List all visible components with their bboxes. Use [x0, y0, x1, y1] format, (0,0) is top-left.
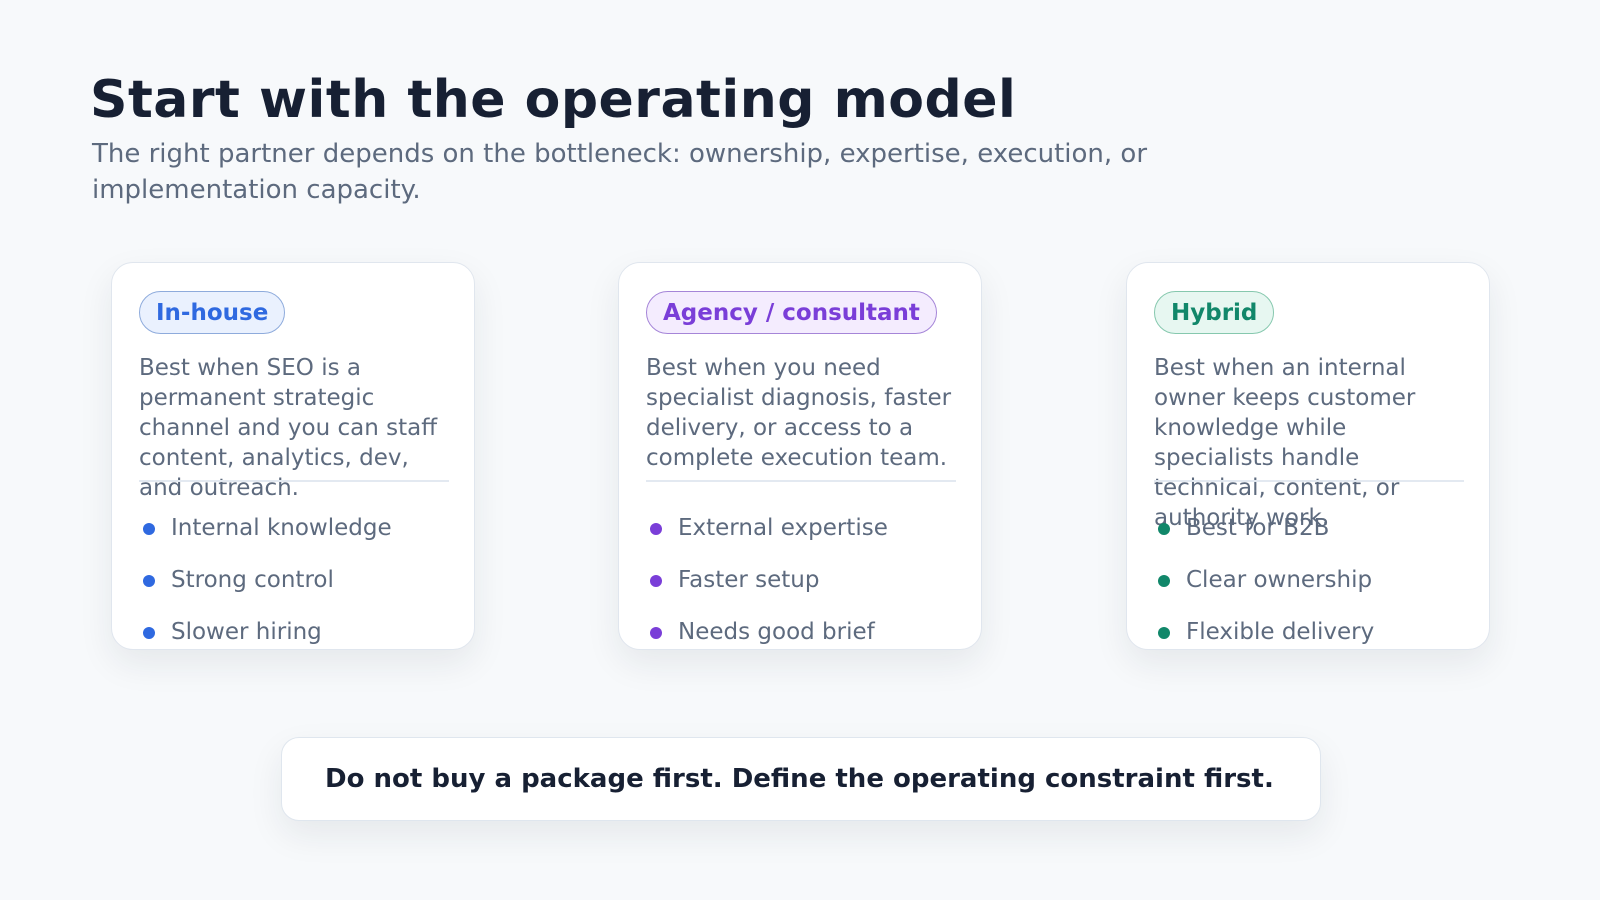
- list-item: Faster setup: [646, 567, 888, 619]
- bullet-dot-icon: [1158, 627, 1170, 639]
- bullet-dot-icon: [143, 575, 155, 587]
- bullet-text: Faster setup: [678, 567, 820, 593]
- list-item: Internal knowledge: [139, 515, 392, 567]
- callout-text: Do not buy a package first. Define the o…: [325, 764, 1274, 794]
- callout-banner: Do not buy a package first. Define the o…: [281, 737, 1321, 821]
- card-bullet-list: Internal knowledge Strong control Slower…: [139, 515, 392, 649]
- bullet-text: Strong control: [171, 567, 334, 593]
- card-hybrid: Hybrid Best when an internal owner keeps…: [1126, 262, 1490, 650]
- list-item: External expertise: [646, 515, 888, 567]
- bullet-text: Internal knowledge: [171, 515, 392, 541]
- bullet-text: Flexible delivery: [1186, 619, 1375, 645]
- card-agency-consultant: Agency / consultant Best when you need s…: [618, 262, 982, 650]
- bullet-dot-icon: [1158, 575, 1170, 587]
- bullet-text: Slower hiring: [171, 619, 322, 645]
- list-item: Needs good brief: [646, 619, 888, 649]
- bullet-text: Clear ownership: [1186, 567, 1373, 593]
- card-description: Best when you need specialist diagnosis,…: [646, 355, 952, 471]
- bullet-text: Best for B2B: [1186, 515, 1330, 541]
- tag-hybrid: Hybrid: [1154, 291, 1275, 334]
- card-divider: [139, 480, 449, 482]
- list-item: Clear ownership: [1154, 567, 1374, 619]
- bullet-text: Needs good brief: [678, 619, 875, 645]
- page-subtitle: The right partner depends on the bottlen…: [92, 139, 1148, 205]
- tag-agency-consultant: Agency / consultant: [646, 291, 937, 334]
- card-description: Best when SEO is a permanent strategic c…: [139, 355, 438, 501]
- bullet-dot-icon: [650, 523, 662, 535]
- card-description: Best when an internal owner keeps custom…: [1154, 355, 1416, 531]
- page-title: Start with the operating model: [90, 70, 1017, 130]
- tag-in-house: In-house: [139, 291, 286, 334]
- card-bullet-list: Best for B2B Clear ownership Flexible de…: [1154, 515, 1375, 649]
- list-item: Slower hiring: [139, 619, 392, 649]
- bullet-dot-icon: [1158, 523, 1170, 535]
- card-divider: [646, 480, 956, 482]
- card-in-house: In-house Best when SEO is a permanent st…: [111, 262, 475, 650]
- card-divider: [1154, 480, 1464, 482]
- bullet-dot-icon: [143, 627, 155, 639]
- bullet-dot-icon: [650, 575, 662, 587]
- bullet-dot-icon: [650, 627, 662, 639]
- bullet-dot-icon: [143, 523, 155, 535]
- list-item: Best for B2B: [1154, 515, 1374, 567]
- list-item: Flexible delivery: [1154, 619, 1375, 649]
- bullet-text: External expertise: [678, 515, 888, 541]
- list-item: Strong control: [139, 567, 392, 619]
- card-bullet-list: External expertise Faster setup Needs go…: [646, 515, 888, 649]
